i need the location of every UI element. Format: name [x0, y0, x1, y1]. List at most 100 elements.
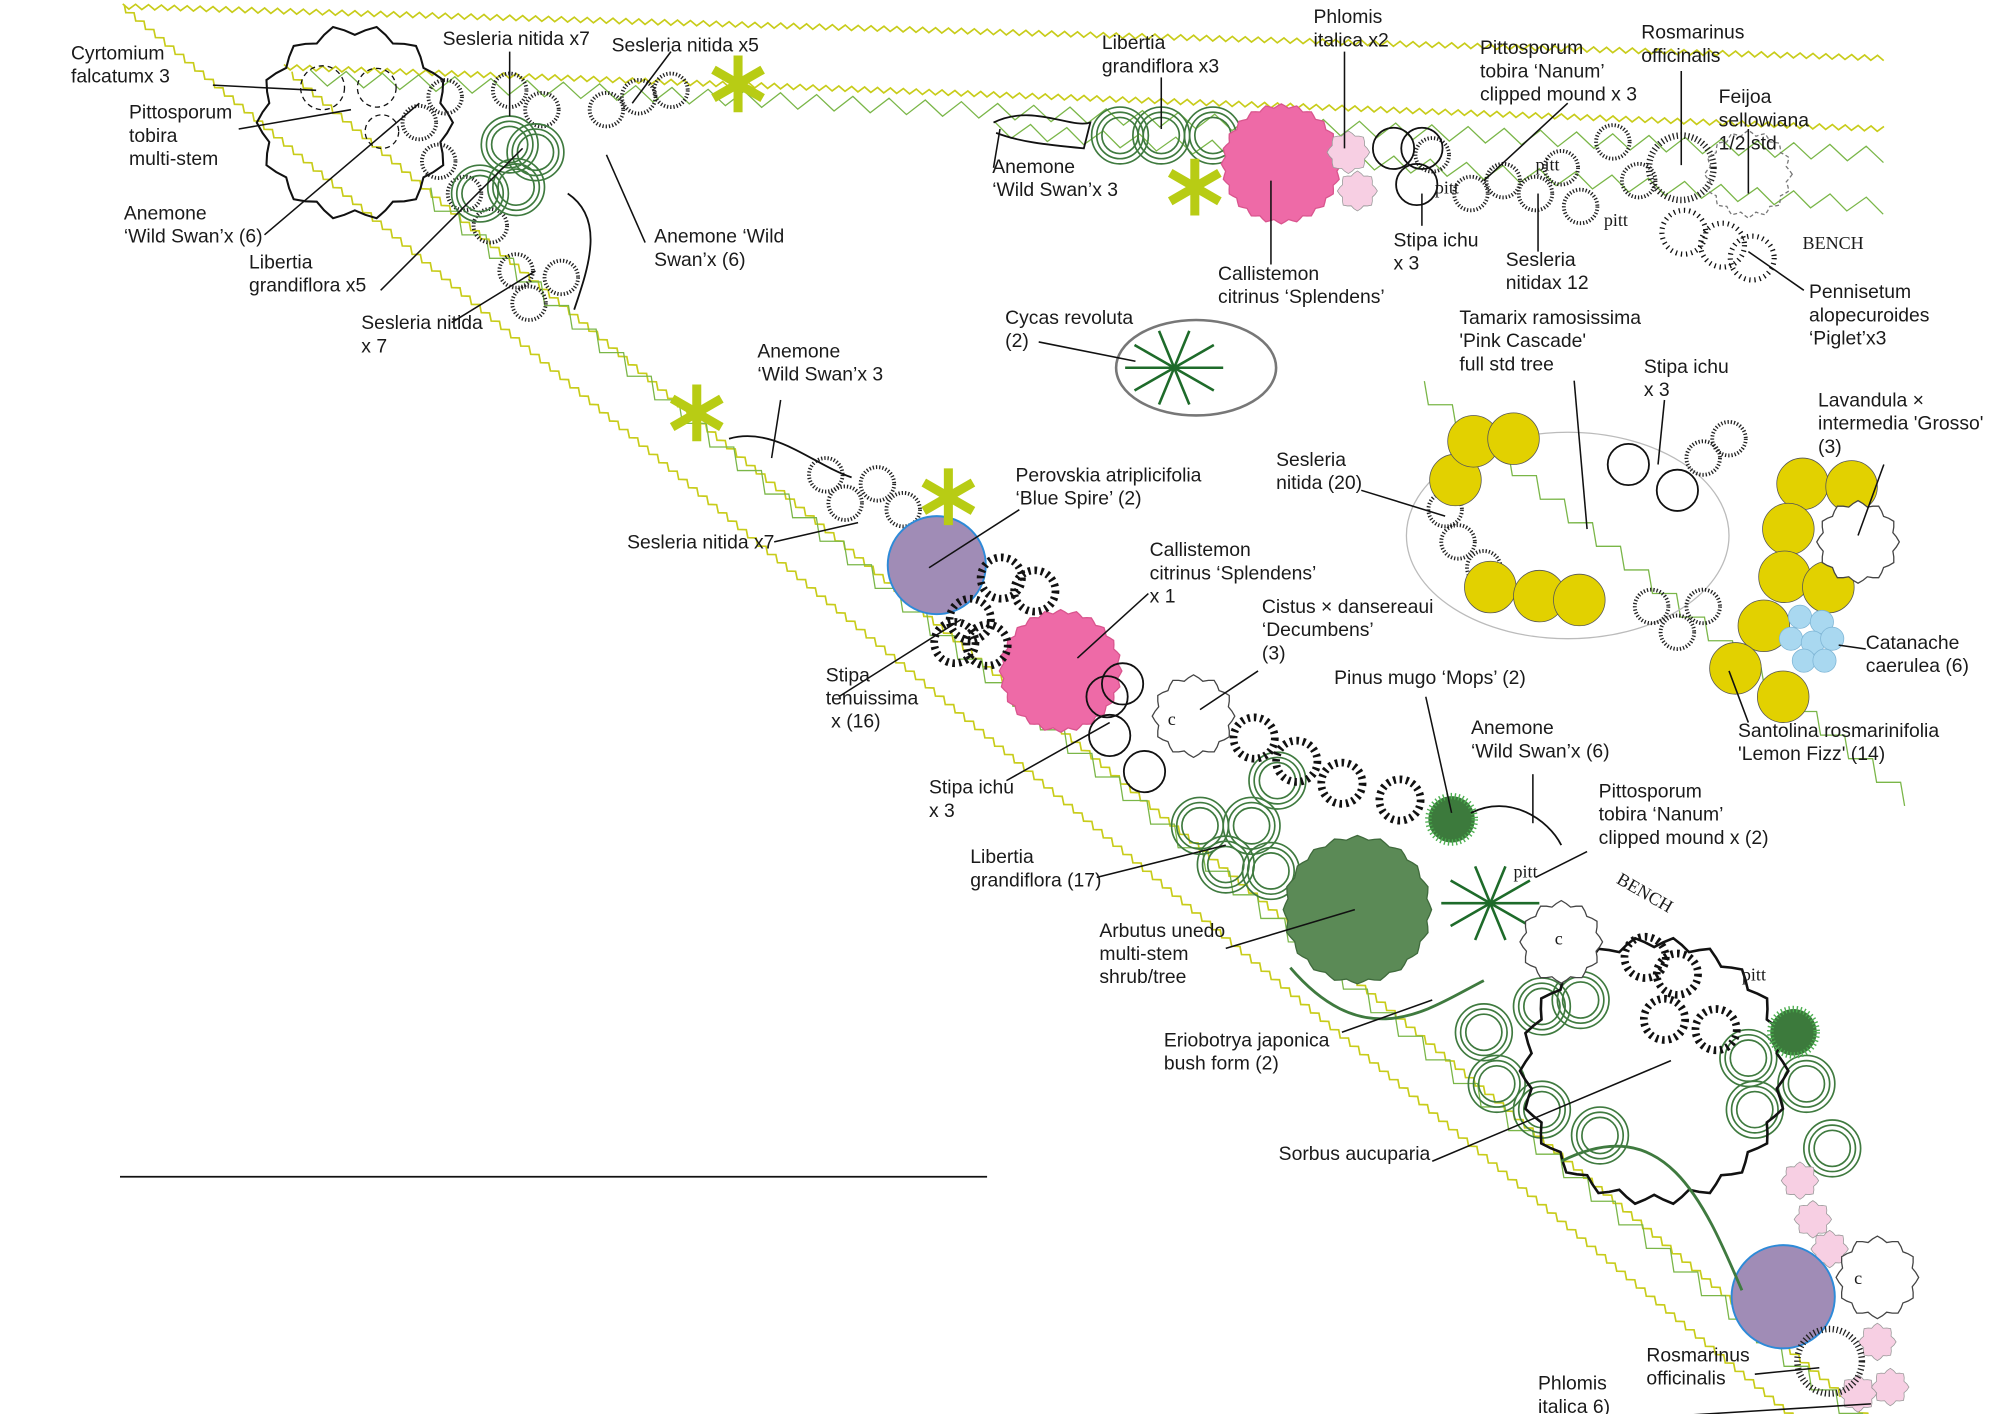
sesleria-icon	[510, 284, 548, 322]
cycas-frond-icon	[1133, 343, 1175, 369]
libertia-icon	[1719, 1028, 1778, 1088]
libertia-icon	[1725, 1080, 1785, 1139]
leader-line	[380, 147, 524, 291]
stipa-tenuissima-icon	[1229, 713, 1279, 763]
libertia-icon	[1517, 982, 1566, 1031]
plant-label-line: Rosmarinus	[1646, 1344, 1749, 1366]
libertia-icon	[1803, 1119, 1862, 1178]
libertia-icon	[492, 163, 541, 212]
pittosporum-multistem-icon	[255, 25, 455, 220]
plant-label-line: multi-stem	[1099, 943, 1188, 965]
stipa-tenuissima-icon	[1317, 758, 1367, 808]
plant-label-line: Anemone ‘Wild	[654, 226, 784, 248]
phlomis-icon	[1838, 1374, 1878, 1413]
leader-line	[1838, 644, 1866, 650]
plant-label-line: Stipa ichu	[1394, 229, 1479, 251]
plant-label-line: Sesleria nitida x5	[612, 35, 759, 57]
plant-label-line: Anemone	[992, 156, 1075, 178]
plant-label-line: intermedia 'Grosso'	[1818, 413, 1983, 435]
pennisetum-icon	[1659, 207, 1709, 257]
anemone-icon	[728, 435, 852, 479]
plant-label: Anemone‘Wild Swan’x (6)	[124, 202, 263, 247]
boundary-line	[123, 4, 1794, 1414]
plant-label-line: x 3	[1644, 379, 1670, 401]
pinus-mugo-icon	[1767, 1005, 1820, 1059]
plant-label-line: Catanache	[1866, 632, 1960, 654]
stipa-tenuissima-icon	[1691, 1005, 1741, 1055]
leader-line	[928, 509, 1020, 569]
plant-label-line: alopecuroides	[1809, 304, 1929, 326]
libertia-icon	[1201, 840, 1250, 889]
plant-label-line: Pittosporum	[1480, 37, 1583, 59]
sesleria-icon	[858, 465, 897, 503]
libertia-icon	[486, 157, 546, 217]
plant-label-line: Callistemon	[1150, 539, 1251, 561]
cycas-frond-icon	[1157, 330, 1176, 369]
pennisetum-icon	[1727, 233, 1777, 283]
accent-asterisk-icon	[921, 478, 976, 515]
cycas-frond-icon	[1489, 902, 1507, 941]
plant-label-line: tobira ‘Nanum’	[1599, 804, 1724, 826]
plant-label-line: Eriobotrya japonica	[1164, 1029, 1330, 1051]
plant-label-line: nitidax 12	[1506, 272, 1589, 294]
leader-line	[1657, 399, 1666, 465]
cycas-frond-icon	[1173, 343, 1215, 369]
cycas-frond-icon	[1473, 902, 1492, 941]
perovskia-icon	[1730, 1244, 1836, 1350]
leader-line	[1425, 696, 1453, 814]
cistus-icon	[1815, 499, 1901, 584]
plant-label-line: Sesleria	[1276, 449, 1346, 471]
phlomis-icon	[1871, 1367, 1910, 1407]
plant-label-line: x 3	[929, 800, 955, 822]
plant-label-line: caerulea (6)	[1866, 655, 1969, 677]
plant-label-line: ‘Blue Spire’ (2)	[1015, 488, 1141, 510]
plant-label-line: 'Lemon Fizz' (14)	[1738, 743, 1885, 765]
plant-label: Lavandula ×intermedia 'Grosso'(3)	[1818, 389, 1983, 457]
plant-label-line: Rosmarinus	[1641, 22, 1744, 44]
plant-label: Anemone‘Wild Swan’x 3	[992, 156, 1118, 201]
pinus-mugo-icon	[1425, 792, 1479, 846]
plant-label-line: nitida (20)	[1276, 472, 1362, 494]
plant-label-line: Pittosporum	[1599, 780, 1702, 802]
leader-line	[264, 102, 420, 236]
sesleria-icon	[1684, 587, 1722, 626]
phlomis-icon	[1780, 1161, 1820, 1200]
stipa-tenuissima-icon	[945, 594, 995, 644]
plant-label: Pinus mugo ‘Mops’ (2)	[1334, 667, 1526, 689]
libertia-icon	[1813, 1129, 1852, 1168]
pittosporum-mark: pitt	[1514, 861, 1538, 881]
santolina-icon	[1737, 599, 1791, 652]
cyrtomium-icon	[356, 67, 397, 108]
santolina-icon	[1464, 560, 1517, 614]
libertia-icon	[1581, 1116, 1619, 1155]
sesleria-icon	[400, 103, 439, 142]
plant-label-line: 1/2 std	[1719, 133, 1777, 155]
sesleria-icon	[419, 142, 458, 180]
pittosporum-mark: pitt	[1435, 178, 1459, 198]
sesleria-icon	[826, 484, 864, 522]
accent-asterisk-icon	[711, 65, 765, 102]
santolina-icon	[1758, 550, 1811, 603]
accent-asterisk-icon	[1167, 168, 1222, 206]
leader-line	[1006, 721, 1111, 782]
plant-label-line: full std tree	[1459, 353, 1554, 375]
sesleria-icon	[1684, 439, 1722, 477]
plant-label-line: officinalis	[1641, 45, 1720, 67]
sesleria-icon	[1516, 174, 1555, 213]
plant-label-line: tobira	[129, 125, 178, 147]
plant-label: Cycas revoluta(2)	[1005, 307, 1133, 352]
libertia-icon	[1175, 801, 1225, 850]
libertia-icon	[485, 120, 534, 169]
stipa-ichu-icon	[1101, 662, 1145, 706]
boundary-line	[283, 63, 1885, 133]
plant-label-line: Pennisetum	[1809, 281, 1911, 303]
